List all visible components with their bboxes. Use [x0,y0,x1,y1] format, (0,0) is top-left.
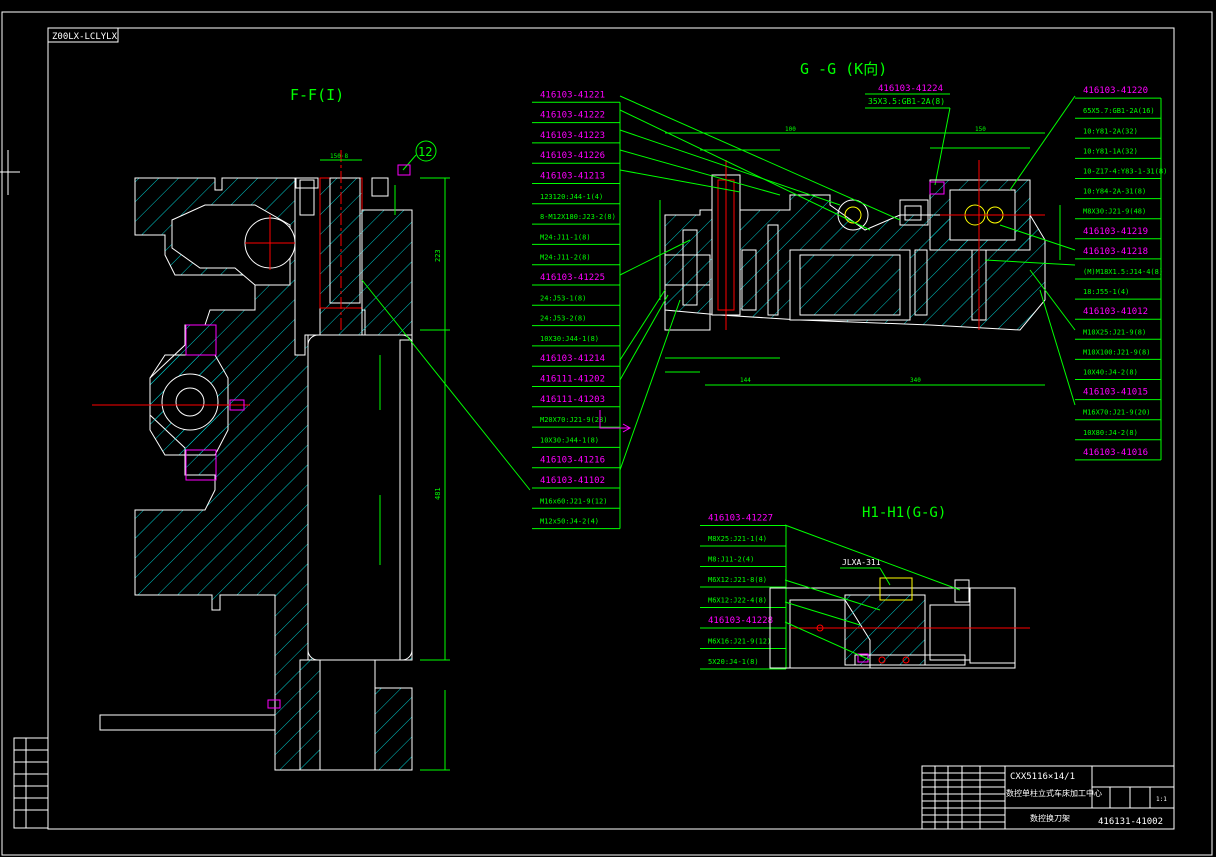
h1-callout: JLXA-311 [842,558,881,567]
gg-right-label: 416103-41220 [1083,86,1148,96]
gg-left-label: M20X70:J21-9(28) [540,416,607,424]
drawing-number-text: Z00LX-LCLYLX [52,32,118,42]
title-scale: 1:1 [1156,796,1167,803]
title-line2: 数控单柱立式车床加工中心 [1006,788,1102,798]
outer-frame [1,11,1213,856]
gg-right-label-table: 416103-41220 65X5.7:GB1-2A(16) 10:Y81-2A(3… [1075,86,1167,461]
h1-label: M8X25:J21-1(4) [708,535,767,543]
gg-right-label: 10-Z17-4:Y83-1-31(8) [1083,168,1167,176]
h1-label: 416103-41228 [708,616,773,626]
gg-left-label: 416103-41214 [540,354,605,364]
balloon-12-text: 12 [418,145,432,159]
gg-left-label: 416103-41226 [540,151,605,161]
gg-top-label: 416103-41224 35X3.5:GB1-2A(8) [865,84,951,186]
gg-left-label-table: 416103-41221 416103-41222 416103-41223 4161… [532,90,621,530]
drawing-number-box: Z00LX-LCLYLX [47,27,119,43]
svg-text:340: 340 [910,377,921,384]
svg-text:150·8: 150·8 [330,153,348,160]
gg-left-label: 416103-41225 [540,273,605,283]
gg-left-label: 416111-41203 [540,395,605,405]
gg-left-label: 10X30:J44-1(8) [540,436,599,444]
gg-right-label: 18:J55-1(4) [1083,288,1129,296]
gg-left-label: 123120:J44-1(4) [540,193,603,201]
view-title-ff: F-F(I) [290,86,344,104]
h1-label: M6X12:J21-8(8) [708,576,767,584]
gg-left-label: 10X30:J44-1(8) [540,335,599,343]
svg-text:144: 144 [740,377,751,384]
gg-right-label: 416103-41218 [1083,247,1148,257]
gg-left-label: M24:J11-1(8) [540,233,591,241]
gg-left-label: 416103-41213 [540,172,605,182]
svg-text:100: 100 [785,126,796,133]
gg-left-label: 416103-41216 [540,456,605,466]
gg-left-label: 24:J53-1(8) [540,294,586,302]
gg-right-label: M8X30:J21-9(48) [1083,208,1146,216]
title-line3: 数控换刀架 [1030,813,1070,823]
gg-right-label: 416103-41016 [1083,448,1148,458]
gg-left-label: 416111-41202 [540,375,605,385]
svg-text:223: 223 [434,249,442,262]
h1-label: M8:J11-2(4) [708,556,754,564]
view-title-h1: H1-H1(G-G) [862,505,946,521]
ff-section-view: 223 481 150·8 12 [92,140,531,771]
inner-frame [47,27,1175,830]
gg-left-label: 416103-41221 [540,90,605,100]
h1-section-view: JLXA-311 [769,524,1030,669]
gg-right-label: 10X40:J4-2(8) [1083,369,1138,377]
gg-left-label: 416103-41223 [540,131,605,141]
title-block [921,765,1175,830]
gg-left-label: 8-M12X180:J23-2(8) [540,213,616,221]
svg-text:481: 481 [434,487,442,500]
gg-right-label: M10X100:J21-9(8) [1083,348,1150,356]
gg-left-label: 416103-41222 [540,111,605,121]
gg-right-label: 416103-41012 [1083,307,1148,317]
balloon-12 [415,140,437,162]
gg-right-label: 416103-41219 [1083,227,1148,237]
gg-left-label: 416103-41102 [540,476,605,486]
gg-left-label: M24:J11-2(8) [540,254,591,262]
h1-label: 416103-41227 [708,514,773,524]
title-drawing-no: 416131-41002 [1098,817,1163,827]
gg-right-label: 10X80:J4-2(8) [1083,429,1138,437]
top-part-label: 416103-41224 [878,84,943,94]
gg-right-label: 10:Y84-2A-31(8) [1083,188,1146,196]
title-line1: CXX5116×14/1 [1010,772,1075,782]
gg-section-view: 100 150 340 144 [599,95,1076,471]
gg-right-label: 416103-41015 [1083,388,1148,398]
svg-text:150: 150 [975,126,986,133]
h1-label: 5X20:J4-1(8) [708,658,759,666]
top-part-spec: 35X3.5:GB1-2A(8) [868,97,945,106]
gg-left-label: M12x50:J4-2(4) [540,518,599,526]
view-title-gg: G -G (K向) [800,60,887,78]
h1-label: M6X16:J21-9(12) [708,638,771,646]
gg-left-label: 24:J53-2(8) [540,315,586,323]
gg-right-label: (M)M18X1.5:J14-4(8) [1083,268,1163,276]
gg-right-label: M10X25:J21-9(8) [1083,328,1146,336]
gg-right-label: 65X5.7:GB1-2A(16) [1083,107,1155,115]
revision-table [13,737,49,829]
gg-right-label: 10:Y81-2A(32) [1083,127,1138,135]
gg-right-label: 10:Y81-1A(32) [1083,147,1138,155]
gg-left-label: M16x60:J21-9(12) [540,497,607,505]
gg-right-label: M16X70:J21-9(20) [1083,409,1150,417]
h1-label: M6X12:J22-4(8) [708,597,767,605]
